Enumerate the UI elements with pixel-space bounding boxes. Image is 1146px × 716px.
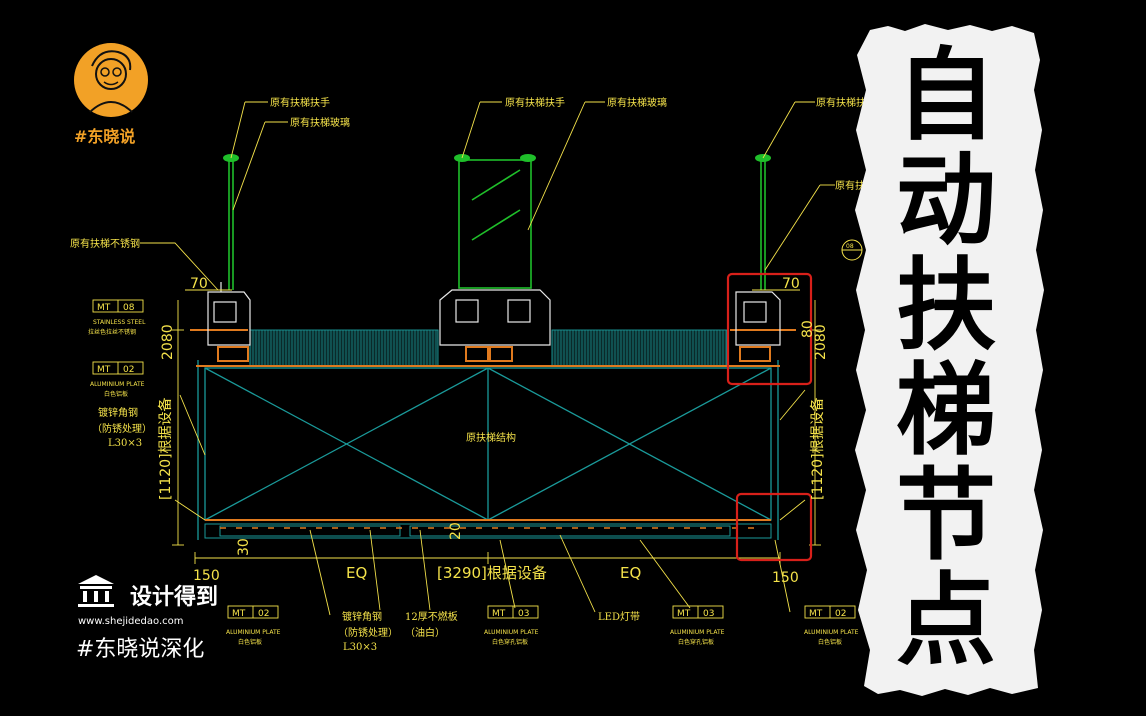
- dim-70-left: 70: [190, 276, 208, 292]
- dimension-lines: [140, 101, 835, 616]
- title-char-4: 梯: [896, 352, 996, 469]
- dim-2080: 2080: [160, 324, 176, 360]
- b-mt03-num: 03: [518, 609, 529, 619]
- brand-url: www.shejidedao.com: [78, 616, 184, 627]
- title-char-3: 扶: [896, 247, 996, 364]
- b-led: LED灯带: [598, 611, 640, 623]
- b2-mt03-cn: 白色穿孔铝板: [678, 638, 714, 646]
- orange-members: [190, 329, 796, 521]
- label-galv-2: （防锈处理）: [92, 422, 152, 435]
- label-stainless: 原有扶梯不锈钢: [70, 237, 140, 250]
- b-mt03-code: MT: [492, 609, 506, 619]
- tag-mt02-code: MT: [97, 365, 111, 375]
- label-structure: 原扶梯结构: [466, 431, 516, 444]
- bottom-panel: [204, 523, 772, 539]
- b-galv-3: L30×3: [343, 642, 377, 653]
- label-handrail-1: 原有扶梯扶手: [270, 96, 330, 109]
- callout-08: 08: [846, 243, 854, 250]
- brand-logo-icon: [78, 575, 114, 607]
- label-glass-2: 原有扶梯玻璃: [607, 96, 667, 109]
- b3-mt02-code: MT: [809, 609, 823, 619]
- label-handrail-3: 原有扶梯扶手: [816, 96, 876, 109]
- b-mt02-cn: 白色铝板: [238, 638, 262, 646]
- highlight-boxes: [726, 272, 813, 562]
- dim-80-right: 80: [800, 320, 816, 338]
- b2-mt03-code: MT: [677, 609, 691, 619]
- title-char-1: 自: [896, 37, 996, 154]
- b-board-2: （油白）: [405, 626, 445, 639]
- material-tags: [92, 299, 856, 619]
- label-glass-3: 原有扶: [835, 179, 865, 192]
- tag-mt02-num: 02: [123, 365, 134, 375]
- tag-mt08-en: STAINLESS STEEL: [93, 319, 146, 326]
- brand-name: 设计得到: [130, 584, 218, 610]
- tag-mt08-code: MT: [97, 303, 111, 313]
- b3-mt02-en: ALUMINIUM PLATE: [804, 629, 859, 636]
- b-galv-1: 镀锌角钢: [342, 610, 382, 623]
- tread-hatch-lines: [249, 330, 727, 366]
- dim-150-right: 150: [772, 570, 799, 586]
- detail-callout: [841, 239, 863, 261]
- dim-20: 20: [448, 522, 464, 540]
- logo-tag: #东晓说: [74, 127, 135, 146]
- label-handrail-2: 原有扶梯扶手: [505, 96, 565, 109]
- label-galv-3: L30×3: [108, 438, 142, 449]
- b-mt03-en: ALUMINIUM PLATE: [484, 629, 539, 636]
- b2-mt03-num: 03: [703, 609, 714, 619]
- title-text: 自 动 扶 梯 节 点: [862, 38, 1030, 688]
- tread-hatch: [249, 329, 728, 367]
- dim-2080-right: 2080: [813, 324, 829, 360]
- dim-150-left: 150: [193, 568, 220, 584]
- title-char-5: 节: [896, 457, 996, 574]
- b3-mt02-cn: 白色铝板: [818, 638, 842, 646]
- tag-mt08-cn: 拉丝色拉丝不锈钢: [88, 328, 136, 336]
- dim-eq-left: EQ: [346, 564, 367, 582]
- dim-70-right: 70: [782, 276, 800, 292]
- brand-tag: #东晓说深化: [76, 637, 204, 662]
- b-galv-2: （防锈处理）: [338, 626, 398, 639]
- tag-mt08-num: 08: [123, 303, 135, 313]
- dim-30: 30: [236, 538, 252, 556]
- b-mt02-code: MT: [232, 609, 246, 619]
- balustrade-middle: [439, 289, 551, 346]
- dim-left: [1120]根据设备: [157, 397, 174, 500]
- title-char-2: 动: [896, 142, 996, 259]
- b-mt02-num: 02: [258, 609, 269, 619]
- b-mt02-en: ALUMINIUM PLATE: [226, 629, 281, 636]
- title-char-6: 点: [896, 562, 996, 679]
- escalator-structure: [197, 360, 779, 540]
- balustrade-right: [735, 291, 781, 346]
- tag-mt02-en: ALUMINIUM PLATE: [90, 381, 145, 388]
- title-panel: [855, 24, 1044, 696]
- dim-right: [1120]根据设备: [809, 397, 826, 500]
- balustrade-left: [207, 282, 251, 346]
- b-mt03-cn: 白色穿孔铝板: [492, 638, 528, 646]
- dim-eq-right: EQ: [620, 564, 641, 582]
- label-galv-1: 镀锌角钢: [98, 406, 138, 419]
- label-glass-1: 原有扶梯玻璃: [290, 116, 350, 129]
- dim-bottom: [3290]根据设备: [437, 564, 547, 582]
- glass-panels: [228, 159, 766, 290]
- logo-avatar: [74, 43, 148, 117]
- b-board-1: 12厚不燃板: [405, 610, 458, 623]
- b2-mt03-en: ALUMINIUM PLATE: [670, 629, 725, 636]
- tag-mt02-cn: 白色铝板: [104, 390, 128, 398]
- b3-mt02-num: 02: [835, 609, 846, 619]
